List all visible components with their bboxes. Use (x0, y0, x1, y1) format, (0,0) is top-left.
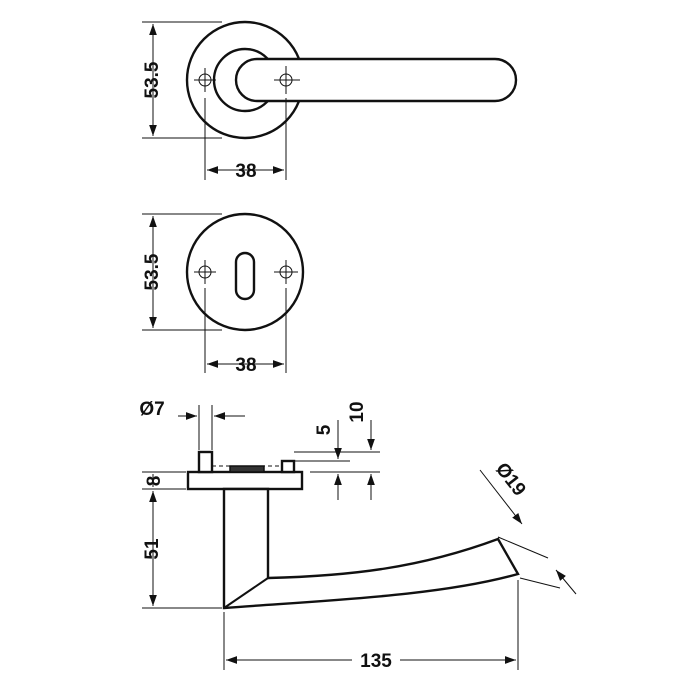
side-pin-right (280, 459, 296, 474)
top-screw-left (194, 68, 216, 92)
rose-height-dimension: 8 (142, 471, 186, 490)
top-width-label: 38 (235, 161, 256, 182)
keyhole-slot (234, 251, 256, 301)
pin-diameter-dimension: Ø7 (139, 399, 245, 450)
length-label: 135 (360, 651, 392, 672)
middle-screw-left (194, 260, 216, 284)
top-screw-right (274, 66, 300, 94)
length-dimension: 135 (223, 580, 519, 672)
top-width-dimension: 38 (204, 98, 287, 182)
middle-height-dimension: 53.5 (142, 213, 222, 331)
dim-10-label: 10 (347, 401, 368, 422)
top-view-lever-rose: 53.5 38 (142, 20, 518, 182)
lever-grip-outline (234, 57, 518, 103)
side-lever-body (222, 487, 520, 610)
side-rose-plate (186, 470, 304, 491)
middle-width-dimension: 38 (204, 288, 287, 376)
lever-height-dimension: 51 (142, 491, 222, 609)
grip-diameter-label: Ø19 (491, 459, 530, 500)
pin-diameter-label: Ø7 (139, 399, 164, 420)
side-pin-left (197, 450, 214, 474)
side-view-lever-profile: Ø7 5 10 8 51 (139, 399, 577, 672)
middle-width-label: 38 (235, 355, 256, 376)
side-spring-block (229, 465, 265, 473)
middle-screw-right (274, 260, 298, 284)
top-height-dimension: 53.5 (142, 21, 222, 139)
pin-height-dimensions: 5 10 (294, 401, 380, 500)
lever-height-label: 51 (142, 538, 163, 560)
middle-view-escutcheon: 53.5 38 (142, 212, 305, 376)
top-height-label: 53.5 (142, 61, 163, 98)
middle-height-label: 53.5 (142, 253, 163, 290)
dim-5-label: 5 (314, 424, 335, 435)
rose-height-label: 8 (144, 476, 165, 487)
